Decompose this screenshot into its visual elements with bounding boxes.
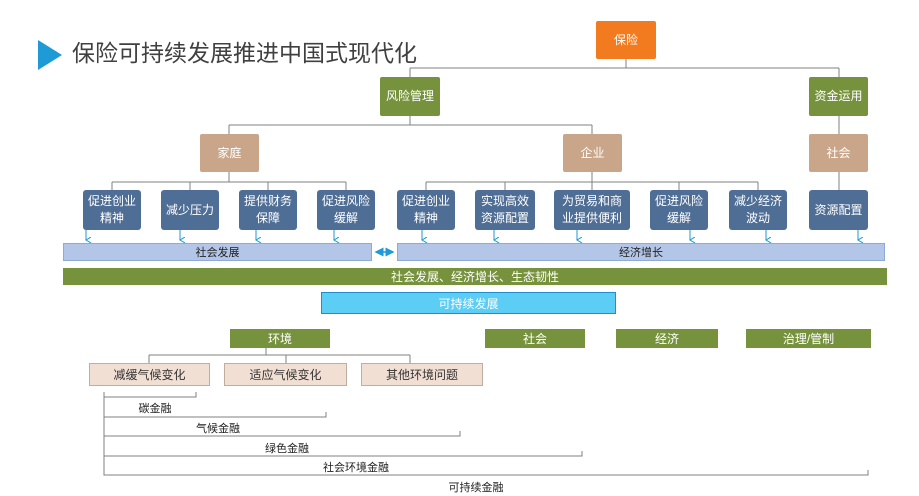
pillar-governance: 治理/管制 [746,329,871,348]
band-dev-growth-resilience: 社会发展、经济增长、生态韧性 [63,268,887,285]
node-resource-allocation-efficiency: 实现高效 资源配置 [475,190,535,230]
play-triangle-icon [38,40,62,70]
label-social-environmental-finance: 社会环境金融 [323,462,389,474]
label-carbon-finance: 碳金融 [138,403,172,415]
label-green-finance: 绿色金融 [265,443,309,455]
env-climate-adaptation: 适应气候变化 [224,363,347,386]
node-reduce-stress: 减少压力 [161,190,219,230]
page-title: 保险可持续发展推进中国式现代化 [72,40,417,66]
label-sustainable-finance: 可持续金融 [448,482,504,494]
label-climate-finance: 气候金融 [196,423,240,435]
bar-social-development: 社会发展 [63,243,372,261]
node-family-risk-mitigation: 促进风险 缓解 [317,190,375,230]
env-other-issues: 其他环境问题 [361,363,483,386]
node-enterprise: 企业 [563,134,622,172]
pillar-social: 社会 [485,329,585,348]
node-trade-facilitation: 为贸易和商 业提供便利 [554,190,630,230]
node-insurance: 保险 [596,21,656,59]
node-enterprise-risk-mitigation: 促进风险 缓解 [650,190,708,230]
bar-economic-growth: 经济增长 [397,243,885,261]
node-resource-allocation: 资源配置 [809,190,868,230]
node-reduce-volatility: 减少经济 波动 [729,190,787,230]
node-family: 家庭 [200,134,259,172]
env-climate-mitigation: 减缓气候变化 [89,363,210,386]
node-society: 社会 [809,134,868,172]
node-risk-management: 风险管理 [380,77,440,116]
node-enterprise-entrepreneurship: 促进创业 精神 [397,190,455,230]
node-sustainable-development: 可持续发展 [321,292,616,314]
pillar-economic: 经济 [616,329,718,348]
node-capital-use: 资金运用 [809,77,868,116]
node-family-entrepreneurship: 促进创业 精神 [83,190,141,230]
pillar-environment: 环境 [230,329,330,348]
node-financial-security: 提供财务 保障 [239,190,297,230]
